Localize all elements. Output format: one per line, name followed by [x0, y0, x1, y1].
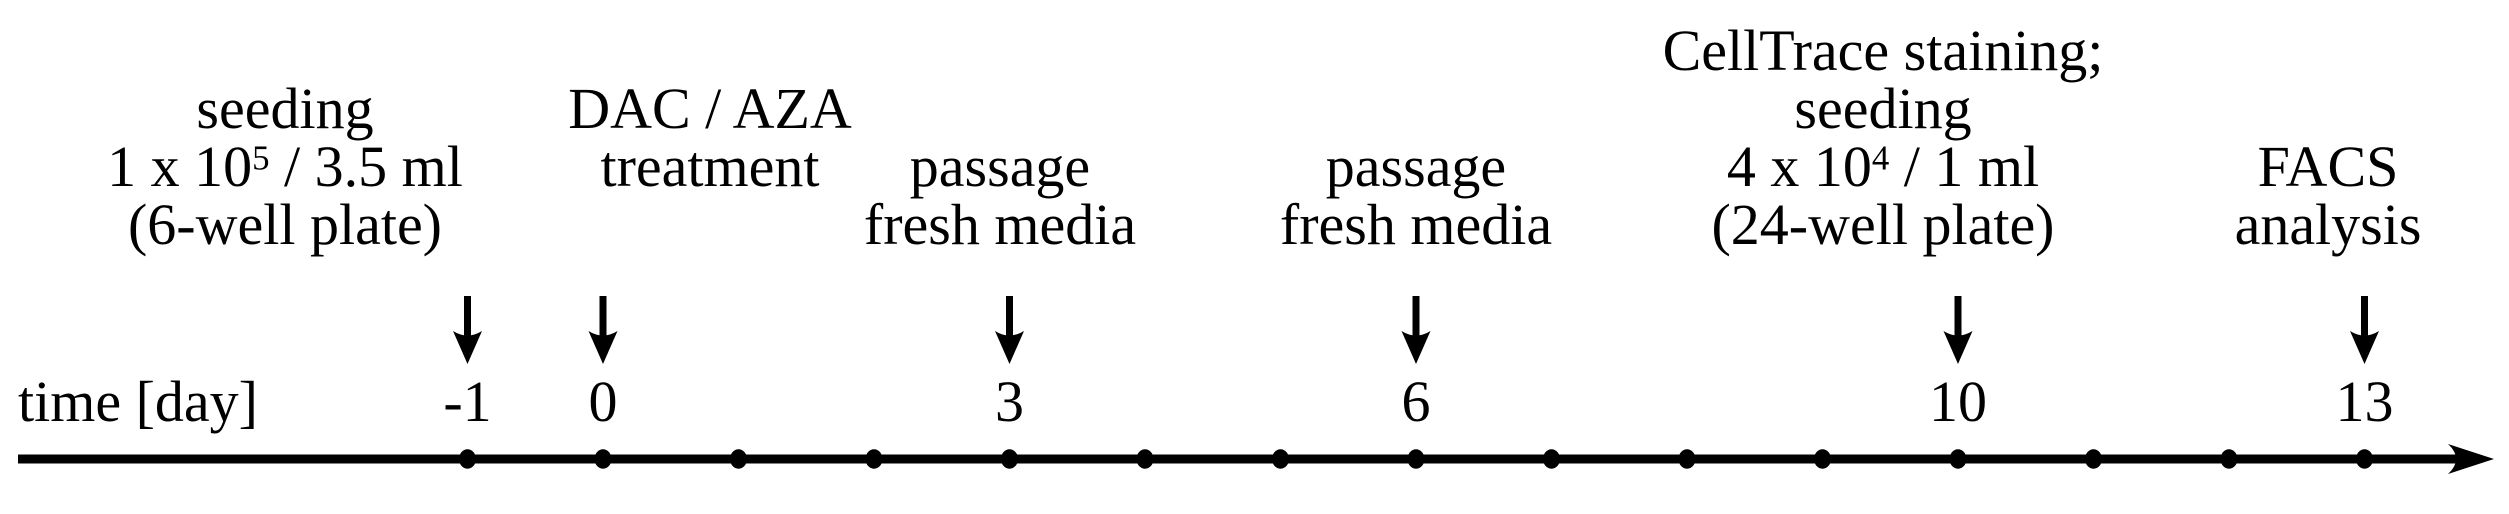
time-axis-label: time [day] — [18, 369, 258, 434]
label-text: DAC / AZA — [568, 76, 852, 141]
timeline-dot-day-6 — [1407, 449, 1425, 469]
label-text: (24-well plate) — [1711, 192, 2055, 257]
event-label-line: (24-well plate) — [1663, 196, 2104, 254]
event-label-line: passage — [1280, 138, 1552, 196]
timeline-dot-day-11 — [2085, 449, 2102, 469]
label-text: / 1 ml — [1889, 134, 2040, 199]
event-arrow-head-passage-day3 — [995, 331, 1024, 364]
event-label-line: (6-well plate) — [107, 196, 463, 254]
timeline-dot-day-7 — [1543, 449, 1560, 469]
event-arrow-shaft-dac-aza-treatment — [599, 296, 607, 342]
label-text: / 3.5 ml — [269, 134, 463, 199]
label-text: 4 x 10 — [1726, 134, 1872, 199]
event-label-line: analysis — [2235, 196, 2422, 254]
day-tick-label-10: 10 — [1929, 369, 1987, 434]
timeline-dot-day-12 — [2220, 449, 2238, 469]
event-label-line: seeding — [1663, 80, 2104, 138]
event-arrow-head-facs-analysis — [2350, 331, 2379, 364]
label-text: fresh media — [863, 192, 1137, 257]
day-tick-label--1: -1 — [443, 369, 492, 434]
label-text: FACS — [2257, 134, 2399, 199]
superscript-text: 5 — [252, 138, 270, 178]
event-label-line: CellTrace staining; — [1663, 22, 2104, 80]
event-arrow-head-passage-day6 — [1401, 331, 1431, 364]
day-tick-label-6: 6 — [1401, 369, 1431, 434]
timeline-dot-day-8 — [1678, 449, 1696, 469]
label-text: CellTrace staining; — [1662, 18, 2104, 83]
event-arrow-shaft-facs-analysis — [2361, 296, 2368, 342]
label-text: seeding — [196, 76, 374, 141]
timeline-dot-day-10 — [1949, 449, 1967, 469]
superscript-text: 4 — [1871, 138, 1890, 178]
event-arrow-shaft-passage-day3 — [1006, 296, 1013, 342]
timeline-axis-arrowhead — [2448, 444, 2494, 474]
day-tick-label-0: 0 — [588, 369, 618, 434]
timeline-dot-day--1 — [459, 449, 476, 469]
label-text: seeding — [1794, 76, 1972, 141]
timeline-dot-day-13 — [2356, 449, 2373, 469]
event-label-line: treatment — [568, 138, 852, 196]
event-label-line: FACS — [2235, 138, 2422, 196]
label-text: 1 x 10 — [107, 134, 253, 199]
event-label-line: 4 x 104 / 1 ml — [1663, 138, 2104, 196]
event-label-line: fresh media — [1280, 196, 1552, 254]
label-text: passage — [909, 134, 1091, 199]
day-tick-label-13: 13 — [2335, 369, 2394, 434]
event-arrow-shaft-passage-day6 — [1412, 296, 1420, 342]
day-tick-label-3: 3 — [995, 369, 1024, 434]
timeline-dot-day-1 — [730, 449, 747, 469]
event-label-line: 1 x 105 / 3.5 ml — [107, 138, 463, 196]
event-arrow-head-celltrace-seeding-24well — [1943, 331, 1973, 364]
timeline-dot-day-2 — [865, 449, 883, 469]
event-arrow-shaft-celltrace-seeding-24well — [1954, 296, 1962, 342]
label-text: analysis — [2234, 192, 2422, 257]
event-label-line: fresh media — [864, 196, 1136, 254]
event-label-line: passage — [864, 138, 1136, 196]
timeline-dot-day-5 — [1272, 449, 1289, 469]
label-text: passage — [1325, 134, 1507, 199]
timeline-dot-day-3 — [1001, 449, 1018, 469]
label-text: (6-well plate) — [127, 192, 442, 257]
event-label-line: DAC / AZA — [568, 80, 852, 138]
event-arrow-shaft-seeding-6well — [464, 296, 471, 342]
timeline-dot-day-4 — [1136, 449, 1154, 469]
label-text: fresh media — [1279, 192, 1553, 257]
timeline-dot-day-0 — [594, 449, 612, 469]
event-arrow-head-dac-aza-treatment — [588, 331, 618, 364]
timeline-dot-day-9 — [1814, 449, 1831, 469]
event-arrow-head-seeding-6well — [453, 331, 482, 364]
label-text: treatment — [600, 134, 820, 199]
event-label-line: seeding — [107, 80, 463, 138]
